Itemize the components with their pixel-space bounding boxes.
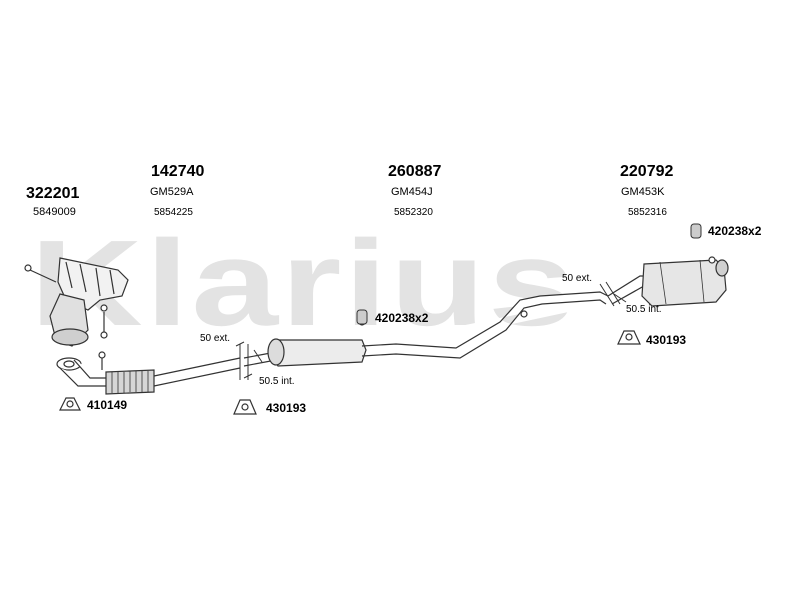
mount-front-label: 410149 (87, 398, 128, 412)
part-number-centre-silencer: 260887 (388, 163, 442, 180)
clamp-mid-label: 420238x2 (375, 311, 429, 325)
clamp-rear-icon (690, 223, 702, 239)
part-number-rear-silencer: 220792 (620, 163, 674, 180)
mount-rear-icon (617, 330, 641, 345)
rear-ext-label: 50 ext. (562, 273, 593, 284)
part-ref-rear-silencer: 5852316 (628, 207, 667, 218)
front-ext-label: 50 ext. (200, 333, 231, 344)
front-fitting-marks (235, 341, 263, 380)
part-number-catalyst: 322201 (26, 185, 80, 202)
rear-silencer-drawing (607, 256, 729, 307)
mount-mid-icon (233, 399, 257, 415)
mount-mid-label: 430193 (266, 401, 307, 415)
clamp-mid-icon (356, 309, 368, 325)
catalytic-converter-drawing (24, 257, 129, 347)
part-number-front-pipe: 142740 (151, 163, 205, 180)
mount-rear-label: 430193 (646, 333, 687, 347)
front-int-label: 50.5 int. (259, 376, 295, 387)
rear-int-label: 50.5 int. (626, 304, 662, 315)
mount-front-icon (59, 397, 81, 411)
front-pipe-drawing (56, 351, 241, 395)
clamp-rear-label: 420238x2 (708, 224, 762, 238)
part-ref-centre-silencer: 5852320 (394, 207, 433, 218)
part-oem-front-pipe: GM529A (150, 186, 194, 198)
part-oem-catalyst: 5849009 (33, 206, 76, 218)
centre-silencer-drawing (243, 291, 609, 367)
part-oem-centre-silencer: GM454J (391, 186, 433, 198)
part-ref-front-pipe: 5854225 (154, 207, 193, 218)
part-oem-rear-silencer: GM453K (621, 186, 665, 198)
